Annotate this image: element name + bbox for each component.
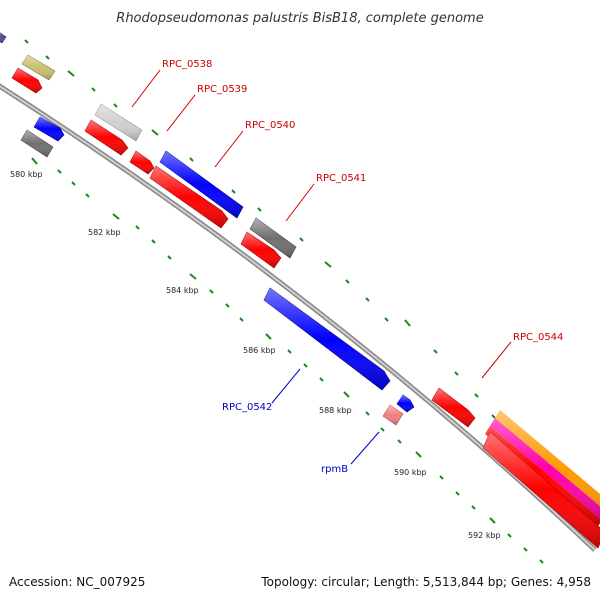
label-rpc0541[interactable]: RPC_0541 [316, 173, 366, 184]
label-rpc0540[interactable]: RPC_0540 [245, 120, 295, 131]
label-rpc0544[interactable]: RPC_0544 [513, 332, 563, 343]
tick-label: 586 kbp [243, 346, 276, 355]
label-rpc0542[interactable]: RPC_0542 [222, 402, 272, 413]
label-rpc0539[interactable]: RPC_0539 [197, 84, 247, 95]
tick-label: 580 kbp [10, 170, 43, 179]
callout-line-rpc0539 [166, 94, 196, 132]
callout-line-rpmB [350, 431, 380, 465]
label-rpc0538[interactable]: RPC_0538 [162, 59, 212, 70]
tick-label: 592 kbp [468, 531, 501, 540]
tick-labels: 580 kbp 582 kbp 584 kbp 586 kbp 588 kbp … [10, 170, 501, 540]
gene-labels: RPC_0538 RPC_0539 RPC_0540 RPC_0541 RPC_… [162, 59, 563, 475]
gene-features [0, 32, 600, 549]
callout-line-rpc0538 [131, 69, 161, 108]
callout-line-rpc0540 [214, 130, 244, 168]
genome-backbone-highlight [0, 85, 596, 551]
callout-line-rpc0544 [481, 341, 512, 379]
callout-line-rpc0541 [285, 183, 315, 222]
callout-lines [131, 69, 512, 465]
tick-label: 584 kbp [166, 286, 199, 295]
genome-summary-text: Topology: circular; Length: 5,513,844 bp… [260, 575, 591, 589]
tick-label: 582 kbp [88, 228, 121, 237]
accession-text: Accession: NC_007925 [9, 575, 145, 589]
map-title: Rhodopseudomonas palustris BisB18, compl… [116, 11, 483, 26]
tick-label: 590 kbp [394, 468, 427, 477]
tick-label: 588 kbp [319, 406, 352, 415]
inner-tick-ring [31, 157, 544, 564]
callout-line-rpc0542 [271, 368, 301, 404]
label-rpmB[interactable]: rpmB [321, 464, 348, 475]
